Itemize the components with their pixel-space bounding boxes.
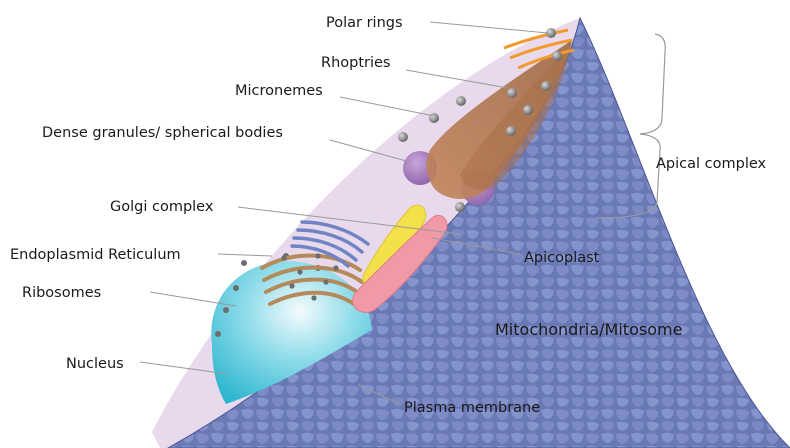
label-rhoptries: Rhoptries [321, 55, 391, 71]
label-endoplasmic-reticulum: Endoplasmid Reticulum [10, 247, 181, 263]
label-ribosomes: Ribosomes [22, 285, 101, 301]
label-nucleus: Nucleus [66, 356, 124, 372]
label-dense-granules: Dense granules/ spherical bodies [42, 125, 283, 141]
label-plasma-membrane: Plasma membrane [404, 400, 540, 416]
label-micronemes: Micronemes [235, 83, 323, 99]
label-golgi-complex: Golgi complex [110, 199, 214, 215]
label-apical-complex: Apical complex [656, 156, 767, 172]
label-apicoplast: Apicoplast [524, 250, 600, 266]
label-mitochondria: Mitochondria/Mitosome [495, 320, 682, 339]
label-polar-rings: Polar rings [326, 15, 403, 31]
